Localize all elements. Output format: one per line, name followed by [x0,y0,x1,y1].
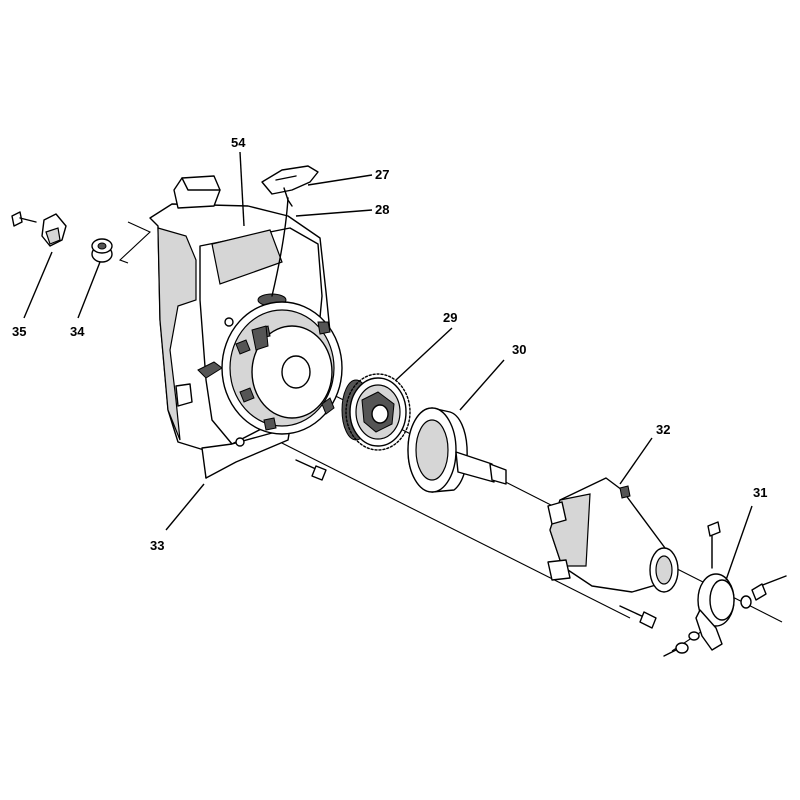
leader-32 [619,437,653,485]
starter-housing [149,175,343,479]
recoil-pulley [221,301,343,435]
leader-35 [23,251,53,319]
starter-rope [271,197,289,297]
cone-housing [547,477,679,593]
leader-54 [239,151,245,227]
callout-30: 30 [512,342,526,357]
screw-and-clip [11,211,67,247]
leader-33 [165,483,205,531]
lower-bolt-axis [259,431,631,619]
housing-screw [295,459,327,481]
leader-28 [295,209,373,217]
callout-28: 28 [375,202,389,217]
callout-34: 34 [70,324,85,339]
leader-31 [725,505,753,581]
callout-33: 33 [150,538,164,553]
callout-27: 27 [375,167,389,182]
callout-31: 31 [753,485,767,500]
cone-bolt [619,605,657,629]
callout-35: 35 [12,324,26,339]
callout-54: 54 [231,135,246,150]
clip-axis [118,221,151,264]
leader-27 [307,174,373,186]
label-window [211,229,283,285]
side-boss [251,325,269,351]
grommet [91,238,113,263]
leader-30 [459,359,505,411]
starter-handle [261,165,319,207]
callout-labels: 54 27 28 29 30 32 31 33 34 35 [12,135,767,553]
leader-29 [395,327,453,381]
leader-34 [77,261,101,319]
ratchet-plate [341,373,411,451]
leader-lines [23,151,753,581]
clutch-drum [407,407,507,493]
callout-29: 29 [443,310,457,325]
callout-32: 32 [656,422,670,437]
clamp [663,521,787,657]
